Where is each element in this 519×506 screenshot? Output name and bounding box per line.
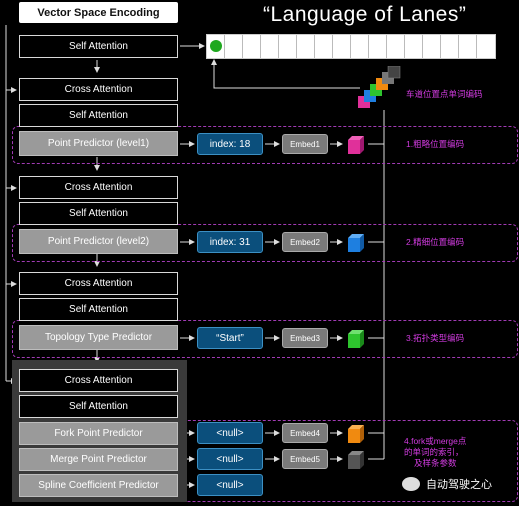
- embed-box: Embed3: [282, 328, 328, 348]
- null-value-box: <null>: [197, 448, 263, 470]
- blue-cube-icon: [348, 234, 364, 252]
- token-cell: [405, 35, 423, 58]
- word-encoding-label: 车道位置点单词编码: [406, 89, 483, 99]
- embed-box: Embed4: [282, 423, 328, 443]
- self-attention-block-top: Self Attention: [19, 35, 178, 58]
- self-attention-block: Self Attention: [19, 395, 178, 418]
- level1-region: [12, 126, 518, 164]
- token-cell: [477, 35, 495, 58]
- word-embedding-stack-icon: [358, 66, 401, 108]
- embed-box: Embed5: [282, 449, 328, 469]
- topology-region: [12, 320, 518, 358]
- null-value-box: <null>: [197, 422, 263, 444]
- cross-attention-block: Cross Attention: [19, 272, 178, 295]
- self-attention-block: Self Attention: [19, 104, 178, 127]
- annotation-fine-position: 2.精细位置编码: [406, 237, 465, 247]
- annotation-fork-merge-2: 的单词的索引，: [404, 447, 464, 457]
- token-cell: [387, 35, 405, 58]
- token-sequence-grid: [206, 34, 496, 59]
- point-predictor-level2: Point Predictor (level2): [19, 229, 178, 254]
- self-attention-block: Self Attention: [19, 298, 178, 321]
- annotation-fork-merge-3: 及样条参数: [414, 458, 457, 468]
- null-value-box: <null>: [197, 474, 263, 496]
- embed-box: Embed1: [282, 134, 328, 154]
- token-cell: [207, 35, 225, 58]
- cross-attention-block: Cross Attention: [19, 176, 178, 199]
- annotation-coarse-position: 1.粗略位置编码: [406, 139, 465, 149]
- dark-cube-icon: [348, 451, 364, 469]
- cross-attention-block: Cross Attention: [19, 78, 178, 101]
- token-cell: [423, 35, 441, 58]
- spline-coefficient-predictor: Spline Coefficient Predictor: [19, 474, 178, 497]
- point-predictor-level1: Point Predictor (level1): [19, 131, 178, 156]
- watermark: 自动驾驶之心: [402, 476, 492, 492]
- wechat-icon: [402, 477, 420, 491]
- merge-point-predictor: Merge Point Predictor: [19, 448, 178, 471]
- level2-region: [12, 224, 518, 262]
- active-token-dot: [210, 40, 222, 52]
- token-cell: [459, 35, 477, 58]
- token-cell: [243, 35, 261, 58]
- orange-cube-icon: [348, 425, 364, 443]
- vector-space-encoding-title: Vector Space Encoding: [19, 2, 178, 23]
- language-of-lanes-title: “Language of Lanes”: [263, 3, 467, 26]
- start-value-box: “Start”: [197, 327, 263, 349]
- annotation-topology: 3.拓扑类型编码: [406, 333, 465, 343]
- embed-box: Embed2: [282, 232, 328, 252]
- token-cell: [441, 35, 459, 58]
- pink-cube-icon: [348, 136, 364, 154]
- token-cell: [351, 35, 369, 58]
- token-cell: [369, 35, 387, 58]
- token-cell: [261, 35, 279, 58]
- annotation-fork-merge-1: 4.fork或merge点: [404, 436, 467, 446]
- cross-attention-block: Cross Attention: [19, 369, 178, 392]
- watermark-text: 自动驾驶之心: [426, 479, 492, 491]
- index-value-box: index: 18: [197, 133, 263, 155]
- index-value-box: index: 31: [197, 231, 263, 253]
- token-cell: [297, 35, 315, 58]
- token-cell: [333, 35, 351, 58]
- fork-point-predictor: Fork Point Predictor: [19, 422, 178, 445]
- token-cell: [315, 35, 333, 58]
- token-cell: [279, 35, 297, 58]
- self-attention-block: Self Attention: [19, 202, 178, 225]
- green-cube-icon: [348, 330, 364, 348]
- token-cell: [225, 35, 243, 58]
- topology-type-predictor: Topology Type Predictor: [19, 325, 178, 350]
